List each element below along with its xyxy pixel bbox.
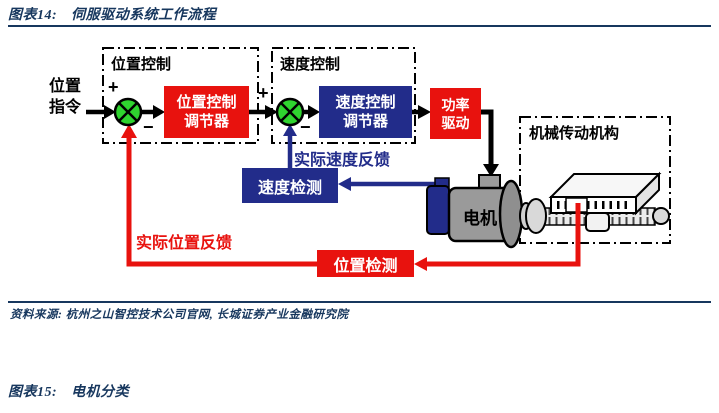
mechanical-dashed-box <box>519 116 671 244</box>
minus-sign-speed: − <box>300 117 311 137</box>
screw-end-cap <box>652 207 670 225</box>
minus-sign-position: − <box>143 117 154 137</box>
speed-detection-box: 速度检测 <box>242 168 338 203</box>
figure14-title: 图表14: 伺服驱动系统工作流程 <box>8 4 216 24</box>
position-feedback-label: 实际位置反馈 <box>136 235 233 252</box>
speed-summing-junction <box>275 97 305 127</box>
source-line: 资料来源: 杭州之山智控技术公司官网, 长城证券产业金融研究院 <box>10 309 349 321</box>
plus-sign-position: + <box>108 77 119 97</box>
position-detection-box: 位置检测 <box>317 250 414 277</box>
carriage-nut <box>585 212 610 232</box>
source-divider <box>8 301 711 303</box>
position-regulator-box: 位置控制 调节器 <box>164 86 249 138</box>
motor-label: 电机 <box>463 209 497 228</box>
speed-loop-dashed-box <box>271 47 416 144</box>
title-divider-top <box>8 25 711 27</box>
signal-arrowheads <box>104 105 499 177</box>
power-drive-box: 功率 驱动 <box>430 88 481 139</box>
position-feedback-right-line <box>414 203 581 271</box>
position-loop-label: 位置控制 <box>111 56 172 73</box>
screw-nut <box>525 198 547 234</box>
leadscrew-graphic <box>525 171 670 234</box>
figure15-number: 图表15: <box>8 385 58 400</box>
encoder-body <box>426 185 450 235</box>
speed-feedback-label: 实际速度反馈 <box>294 152 391 169</box>
figure14-number: 图表14: <box>8 8 58 23</box>
position-feedback-left-line <box>121 124 317 267</box>
input-command-label: 位置 指令 <box>48 78 81 116</box>
motor-graphic <box>426 174 533 249</box>
mechanical-label: 机械传动机构 <box>529 125 620 142</box>
figure15-title: 图表15: 电机分类 <box>8 381 129 401</box>
speed-loop-label: 速度控制 <box>280 56 341 73</box>
figure15-title-text: 电机分类 <box>71 385 130 400</box>
position-summing-junction <box>113 97 143 127</box>
speed-regulator-box: 速度控制 调节器 <box>319 86 412 138</box>
table-front-face <box>550 196 637 214</box>
plus-sign-speed: + <box>258 83 269 103</box>
figure14-title-text: 伺服驱动系统工作流程 <box>71 8 217 23</box>
